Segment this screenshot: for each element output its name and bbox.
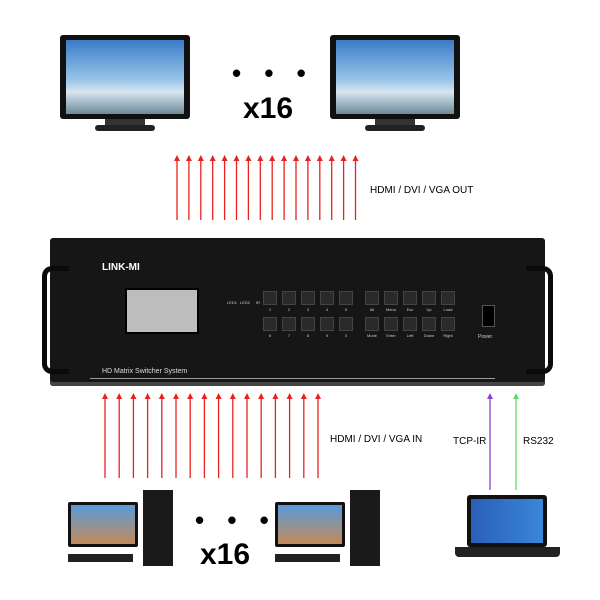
input-arrow-head xyxy=(187,393,194,399)
output-arrow-head xyxy=(281,155,288,161)
button-label: Menu xyxy=(385,307,396,312)
channel-button-7[interactable] xyxy=(282,317,296,331)
output-monitor-16 xyxy=(330,35,460,135)
input-arrow-head xyxy=(258,393,265,399)
control-laptop xyxy=(455,495,560,565)
input-arrow-head xyxy=(229,393,236,399)
input-arrow-head xyxy=(315,393,321,399)
channel-button-6[interactable] xyxy=(263,317,277,331)
channel-button-9[interactable] xyxy=(320,317,334,331)
output-arrow-head xyxy=(352,155,359,161)
input-arrow-head xyxy=(286,393,293,399)
function-button-all[interactable] xyxy=(365,291,379,305)
function-button-mode[interactable] xyxy=(365,317,379,331)
output-arrow-head xyxy=(185,155,192,161)
button-label: 7 xyxy=(287,333,291,338)
input-ellipsis: • • • xyxy=(195,505,277,535)
button-label: Esc xyxy=(406,307,414,312)
button-label: Load xyxy=(443,307,453,312)
lcd-display xyxy=(125,288,199,334)
rs232-arrow-head xyxy=(513,393,519,399)
input-arrow-head xyxy=(244,393,250,399)
button-label: 1 xyxy=(268,307,272,312)
output-arrow-head xyxy=(304,155,311,161)
tcp-ir-arrow-head xyxy=(487,393,493,399)
button-label: Down xyxy=(423,333,435,338)
input-arrow-head xyxy=(144,393,151,399)
button-label: 4 xyxy=(325,307,329,312)
output-arrow-head xyxy=(257,155,264,161)
rs232-label: RS232 xyxy=(523,436,554,447)
input-computer-16 xyxy=(275,490,380,570)
channel-button-8[interactable] xyxy=(301,317,315,331)
button-label: 5 xyxy=(344,307,348,312)
led-label: LED1 xyxy=(226,300,237,305)
function-button-up[interactable] xyxy=(422,291,436,305)
input-arrow-head xyxy=(173,393,179,399)
input-computer-1 xyxy=(68,490,173,570)
channel-button-2[interactable] xyxy=(282,291,296,305)
button-label: 8 xyxy=(306,333,310,338)
brand-logo: LINK-MI xyxy=(102,262,140,273)
power-label: Power xyxy=(478,334,493,340)
output-arrow-head xyxy=(293,155,299,161)
power-switch[interactable] xyxy=(482,305,495,327)
output-monitor-1 xyxy=(60,35,190,135)
left-handle xyxy=(42,266,69,374)
function-button-esc[interactable] xyxy=(403,291,417,305)
input-arrow-head xyxy=(116,393,123,399)
button-label: 2 xyxy=(287,307,291,312)
output-arrow-head xyxy=(233,155,240,161)
input-label: HDMI / DVI / VGA IN xyxy=(330,434,423,445)
divider xyxy=(90,378,495,379)
channel-button-4[interactable] xyxy=(320,291,334,305)
led-label: IR xyxy=(256,300,260,305)
button-label: Mode xyxy=(366,333,377,338)
output-count: x16 xyxy=(243,92,294,125)
button-label: Up xyxy=(426,307,432,312)
output-arrow-head xyxy=(245,155,252,161)
function-button-down[interactable] xyxy=(422,317,436,331)
function-button-menu[interactable] xyxy=(384,291,398,305)
output-label: HDMI / DVI / VGA OUT xyxy=(370,185,474,196)
led-label: LED2 xyxy=(239,300,250,305)
button-label: 9 xyxy=(325,333,329,338)
input-arrow-head xyxy=(201,393,208,399)
output-arrow-head xyxy=(221,155,228,161)
function-button-enter[interactable] xyxy=(384,317,398,331)
input-count: x16 xyxy=(200,538,251,571)
input-arrow-head xyxy=(300,393,307,399)
output-arrow-head xyxy=(174,155,180,161)
button-label: 6 xyxy=(268,333,272,338)
right-handle xyxy=(526,266,553,374)
input-arrow-head xyxy=(272,393,279,399)
button-label: Left xyxy=(406,333,414,338)
device-title: HD Matrix Switcher System xyxy=(102,368,188,375)
output-arrow-head xyxy=(328,155,335,161)
button-label: All xyxy=(369,307,375,312)
button-label: 3 xyxy=(306,307,310,312)
function-button-load[interactable] xyxy=(441,291,455,305)
channel-button-3[interactable] xyxy=(301,291,315,305)
output-arrow-head xyxy=(269,155,276,161)
output-arrow-head xyxy=(340,155,347,161)
input-arrow-head xyxy=(158,393,165,399)
channel-button-0[interactable] xyxy=(339,317,353,331)
channel-button-1[interactable] xyxy=(263,291,277,305)
tcp-ir-label: TCP-IR xyxy=(453,436,487,447)
input-arrow-head xyxy=(215,393,222,399)
output-arrow-head xyxy=(316,155,323,161)
button-label: 0 xyxy=(344,333,348,338)
channel-button-5[interactable] xyxy=(339,291,353,305)
output-arrow-head xyxy=(209,155,216,161)
output-arrow-head xyxy=(197,155,204,161)
input-arrow-head xyxy=(130,393,137,399)
function-button-left[interactable] xyxy=(403,317,417,331)
function-button-right[interactable] xyxy=(441,317,455,331)
output-ellipsis: • • • xyxy=(232,58,314,88)
input-arrow-head xyxy=(102,393,108,399)
button-label: Right xyxy=(443,333,453,338)
button-label: Enter xyxy=(386,333,396,338)
